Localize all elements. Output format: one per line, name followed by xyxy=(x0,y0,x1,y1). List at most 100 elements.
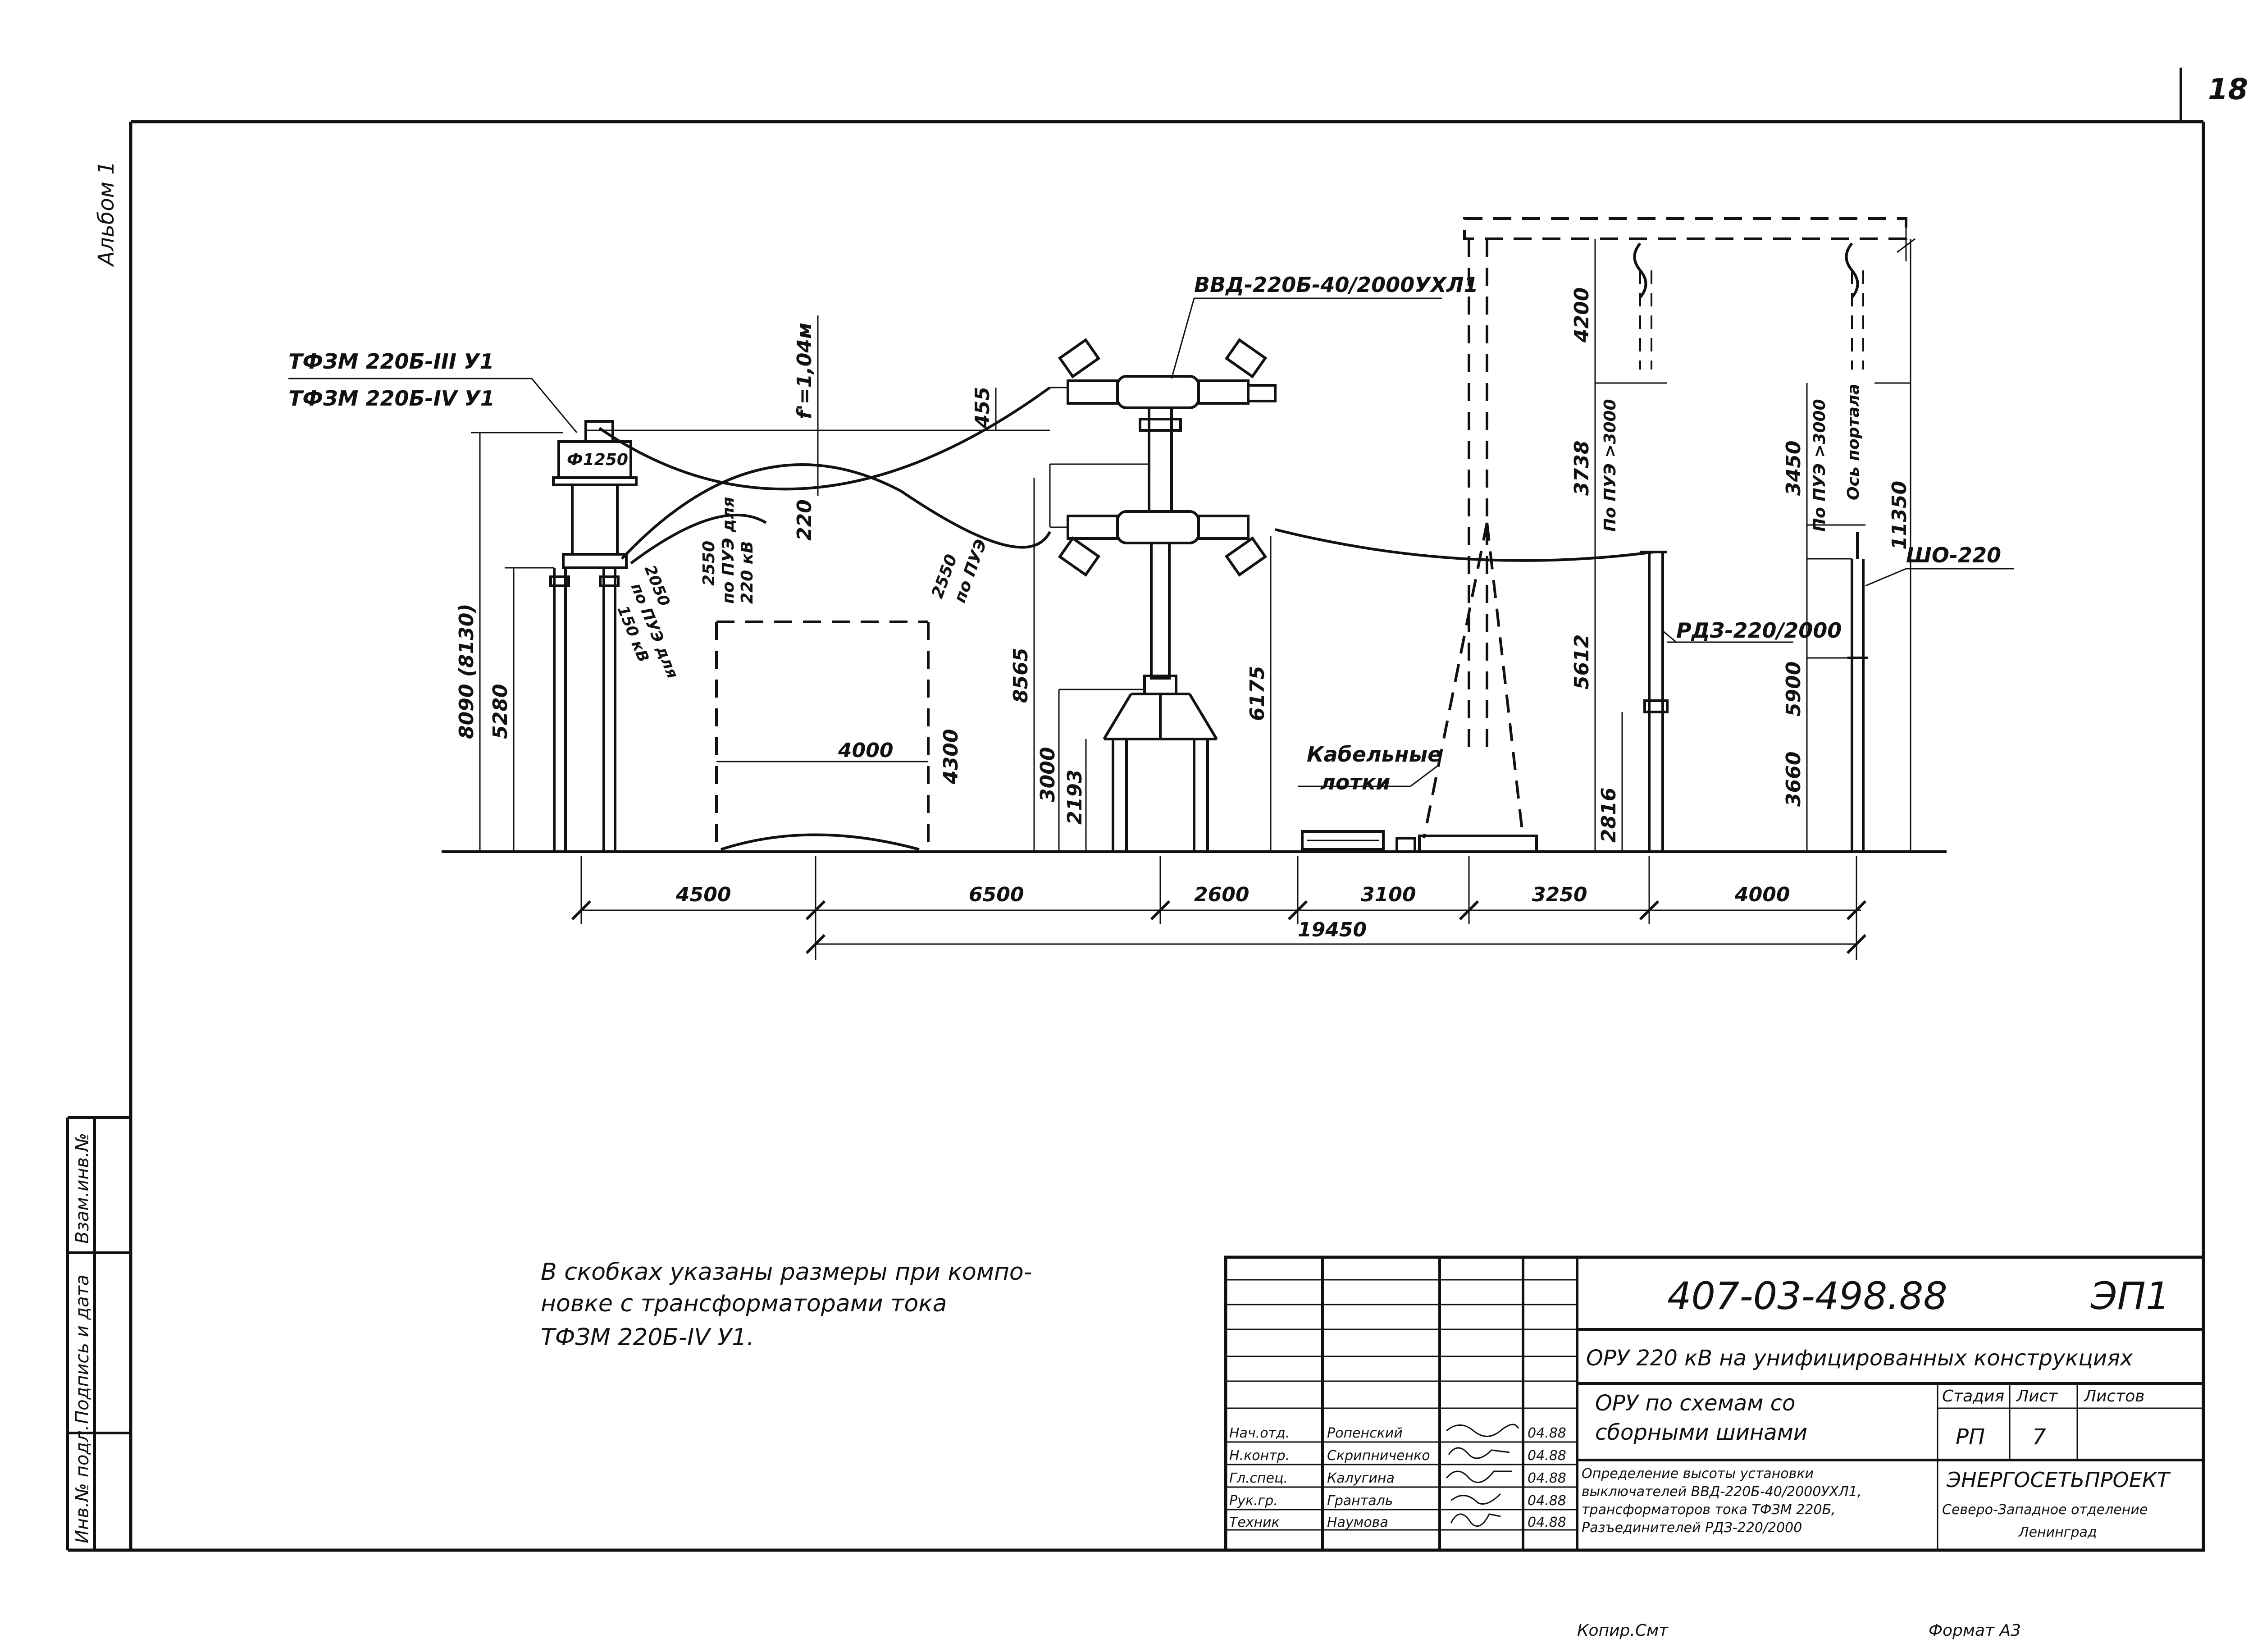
dim-4500: 4500 xyxy=(675,883,731,906)
dim-4000: 4000 xyxy=(1734,883,1790,906)
stamp-signature: Подпись и дата xyxy=(72,1275,93,1424)
album-label: Альбом 1 xyxy=(94,161,119,267)
doc-mark: ЭП1 xyxy=(2090,1274,2170,1318)
side-stamp xyxy=(66,1116,131,1550)
dim-5280: 5280 xyxy=(489,684,512,739)
ct1-label: ТФЗМ 220Б-III У1 xyxy=(288,349,494,374)
part-name-1: ОРУ по схемам со xyxy=(1595,1391,1795,1416)
dim-3450-note: По ПУЭ >3000 xyxy=(1811,399,1829,532)
cable-trays xyxy=(1298,765,1438,851)
sheet-title-4: Разъединителей РДЗ-220/2000 xyxy=(1582,1520,1802,1536)
dim-total: 19450 xyxy=(1298,918,1367,941)
insulator-label: ШО-220 xyxy=(1906,543,2001,567)
project-name: ОРУ 220 кВ на унифицированных конструкци… xyxy=(1586,1346,2133,1371)
sheet-frame xyxy=(68,68,2205,1552)
cable-trays-label-2: лотки xyxy=(1320,770,1390,794)
dim-8090: 8090 (8130) xyxy=(455,604,478,739)
sheet-value: 7 xyxy=(2032,1424,2046,1450)
sheet-number: 18 xyxy=(2208,73,2248,106)
dim-2600: 2600 xyxy=(1194,883,1249,906)
role-4: Рук.гр. xyxy=(1229,1493,1278,1509)
sheets-header: Листов xyxy=(2083,1387,2144,1406)
footer-copy: Копир.Смт xyxy=(1577,1621,1669,1640)
portal xyxy=(1396,217,1916,853)
dim-11350: 11350 xyxy=(1888,481,1911,550)
date-4: 04.88 xyxy=(1528,1493,1566,1509)
disconnector-label: РДЗ-220/2000 xyxy=(1676,618,1842,643)
vertical-dimensions xyxy=(471,239,1911,852)
dim-2193: 2193 xyxy=(1063,770,1086,825)
date-3: 04.88 xyxy=(1528,1470,1566,1486)
role-5: Техник xyxy=(1229,1515,1280,1530)
dim-455: 455 xyxy=(971,387,994,429)
dim-220: 220 xyxy=(793,499,816,541)
clearance-arc-220 xyxy=(620,463,902,560)
role-1: Нач.отд. xyxy=(1229,1425,1290,1441)
dim-6175: 6175 xyxy=(1246,666,1269,721)
note-line-2: новке с трансформаторами тока xyxy=(541,1290,947,1317)
dim-4300: 4300 xyxy=(940,729,962,785)
axis-note: Ось портала xyxy=(1844,384,1863,500)
clearance-arc-150 xyxy=(630,513,767,565)
org-name-2: Северо-Западное отделение xyxy=(1942,1502,2148,1518)
name-4: Гранталь xyxy=(1327,1493,1393,1509)
role-2: Н.контр. xyxy=(1229,1448,1290,1464)
name-3: Калугина xyxy=(1327,1470,1395,1486)
disconnector xyxy=(1640,551,1669,852)
horizontal-dimensions xyxy=(571,856,1867,960)
stage-value: РП xyxy=(1956,1424,1985,1450)
dim-3100: 3100 xyxy=(1361,883,1416,906)
circuit-breaker xyxy=(1049,338,1277,852)
dim-3450: 3450 xyxy=(1782,441,1805,496)
dim-2816: 2816 xyxy=(1597,788,1620,843)
signatures xyxy=(1446,1424,1519,1527)
dim-2550-e: по ПУЭ xyxy=(951,537,991,605)
stage-header: Стадия xyxy=(1942,1387,2004,1406)
dim-3250: 3250 xyxy=(1532,883,1587,906)
name-5: Наумова xyxy=(1327,1515,1388,1530)
date-1: 04.88 xyxy=(1528,1425,1566,1441)
cable-trays-label-1: Кабельные xyxy=(1307,742,1441,767)
sheet-title-1: Определение высоты установки xyxy=(1582,1466,1814,1482)
dim-5900: 5900 xyxy=(1782,662,1805,716)
stamp-replaced: Взам.инв.№ xyxy=(72,1133,93,1244)
stamp-inv: Инв.№ подл. xyxy=(72,1425,93,1543)
bus-to-disconnector xyxy=(1275,528,1654,562)
dim-2550-a: 2550 xyxy=(700,541,718,586)
dim-4000-inner: 4000 xyxy=(838,739,893,762)
name-1: Ропенский xyxy=(1327,1425,1403,1441)
org-name-3: Ленинград xyxy=(2018,1524,2097,1540)
breaker-label: ВВД-220Б-40/2000УХЛ1 xyxy=(1194,273,1478,297)
title-block xyxy=(1224,1255,2205,1552)
org-name-1: ЭНЕРГОСЕТЬПРОЕКТ xyxy=(1946,1468,2171,1492)
dim-2550-b: по ПУЭ для xyxy=(719,497,738,604)
post-insulator xyxy=(1847,532,1868,852)
conductor-sag xyxy=(598,386,1051,491)
dim-3660: 3660 xyxy=(1782,752,1805,807)
footer-format: Формат А3 xyxy=(1929,1621,2021,1640)
ct-base-label: Ф1250 xyxy=(567,451,628,469)
dim-3000: 3000 xyxy=(1036,747,1059,802)
dim-6500: 6500 xyxy=(969,883,1024,906)
part-name-2: сборными шинами xyxy=(1595,1420,1807,1445)
note-line-3: ТФЗМ 220Б-IV У1. xyxy=(541,1324,754,1351)
role-3: Гл.спец. xyxy=(1229,1470,1288,1486)
ct2-label: ТФЗМ 220Б-IV У1 xyxy=(288,386,495,411)
note-line-1: В скобках указаны размеры при компо- xyxy=(541,1259,1032,1286)
clearance-envelopes xyxy=(715,621,930,852)
sheet-title-3: трансформаторов тока ТФЗМ 220Б, xyxy=(1582,1502,1836,1518)
date-2: 04.88 xyxy=(1528,1448,1566,1464)
current-transformer xyxy=(549,420,638,852)
dim-2550-c: 220 кВ xyxy=(738,541,757,604)
sheet-header: Лист xyxy=(2016,1387,2058,1406)
dim-4200: 4200 xyxy=(1570,288,1593,343)
date-5: 04.88 xyxy=(1528,1515,1566,1530)
doc-code: 407-03-498.88 xyxy=(1667,1274,1947,1318)
dim-8565: 8565 xyxy=(1009,648,1032,703)
sheet-title-2: выключателей ВВД-220Б-40/2000УХЛ1, xyxy=(1582,1484,1861,1500)
dim-5612: 5612 xyxy=(1570,634,1593,689)
dim-3738: 3738 xyxy=(1570,441,1593,496)
name-2: Скрипниченко xyxy=(1327,1448,1430,1464)
dim-sag: f'=1,04м xyxy=(793,323,816,419)
